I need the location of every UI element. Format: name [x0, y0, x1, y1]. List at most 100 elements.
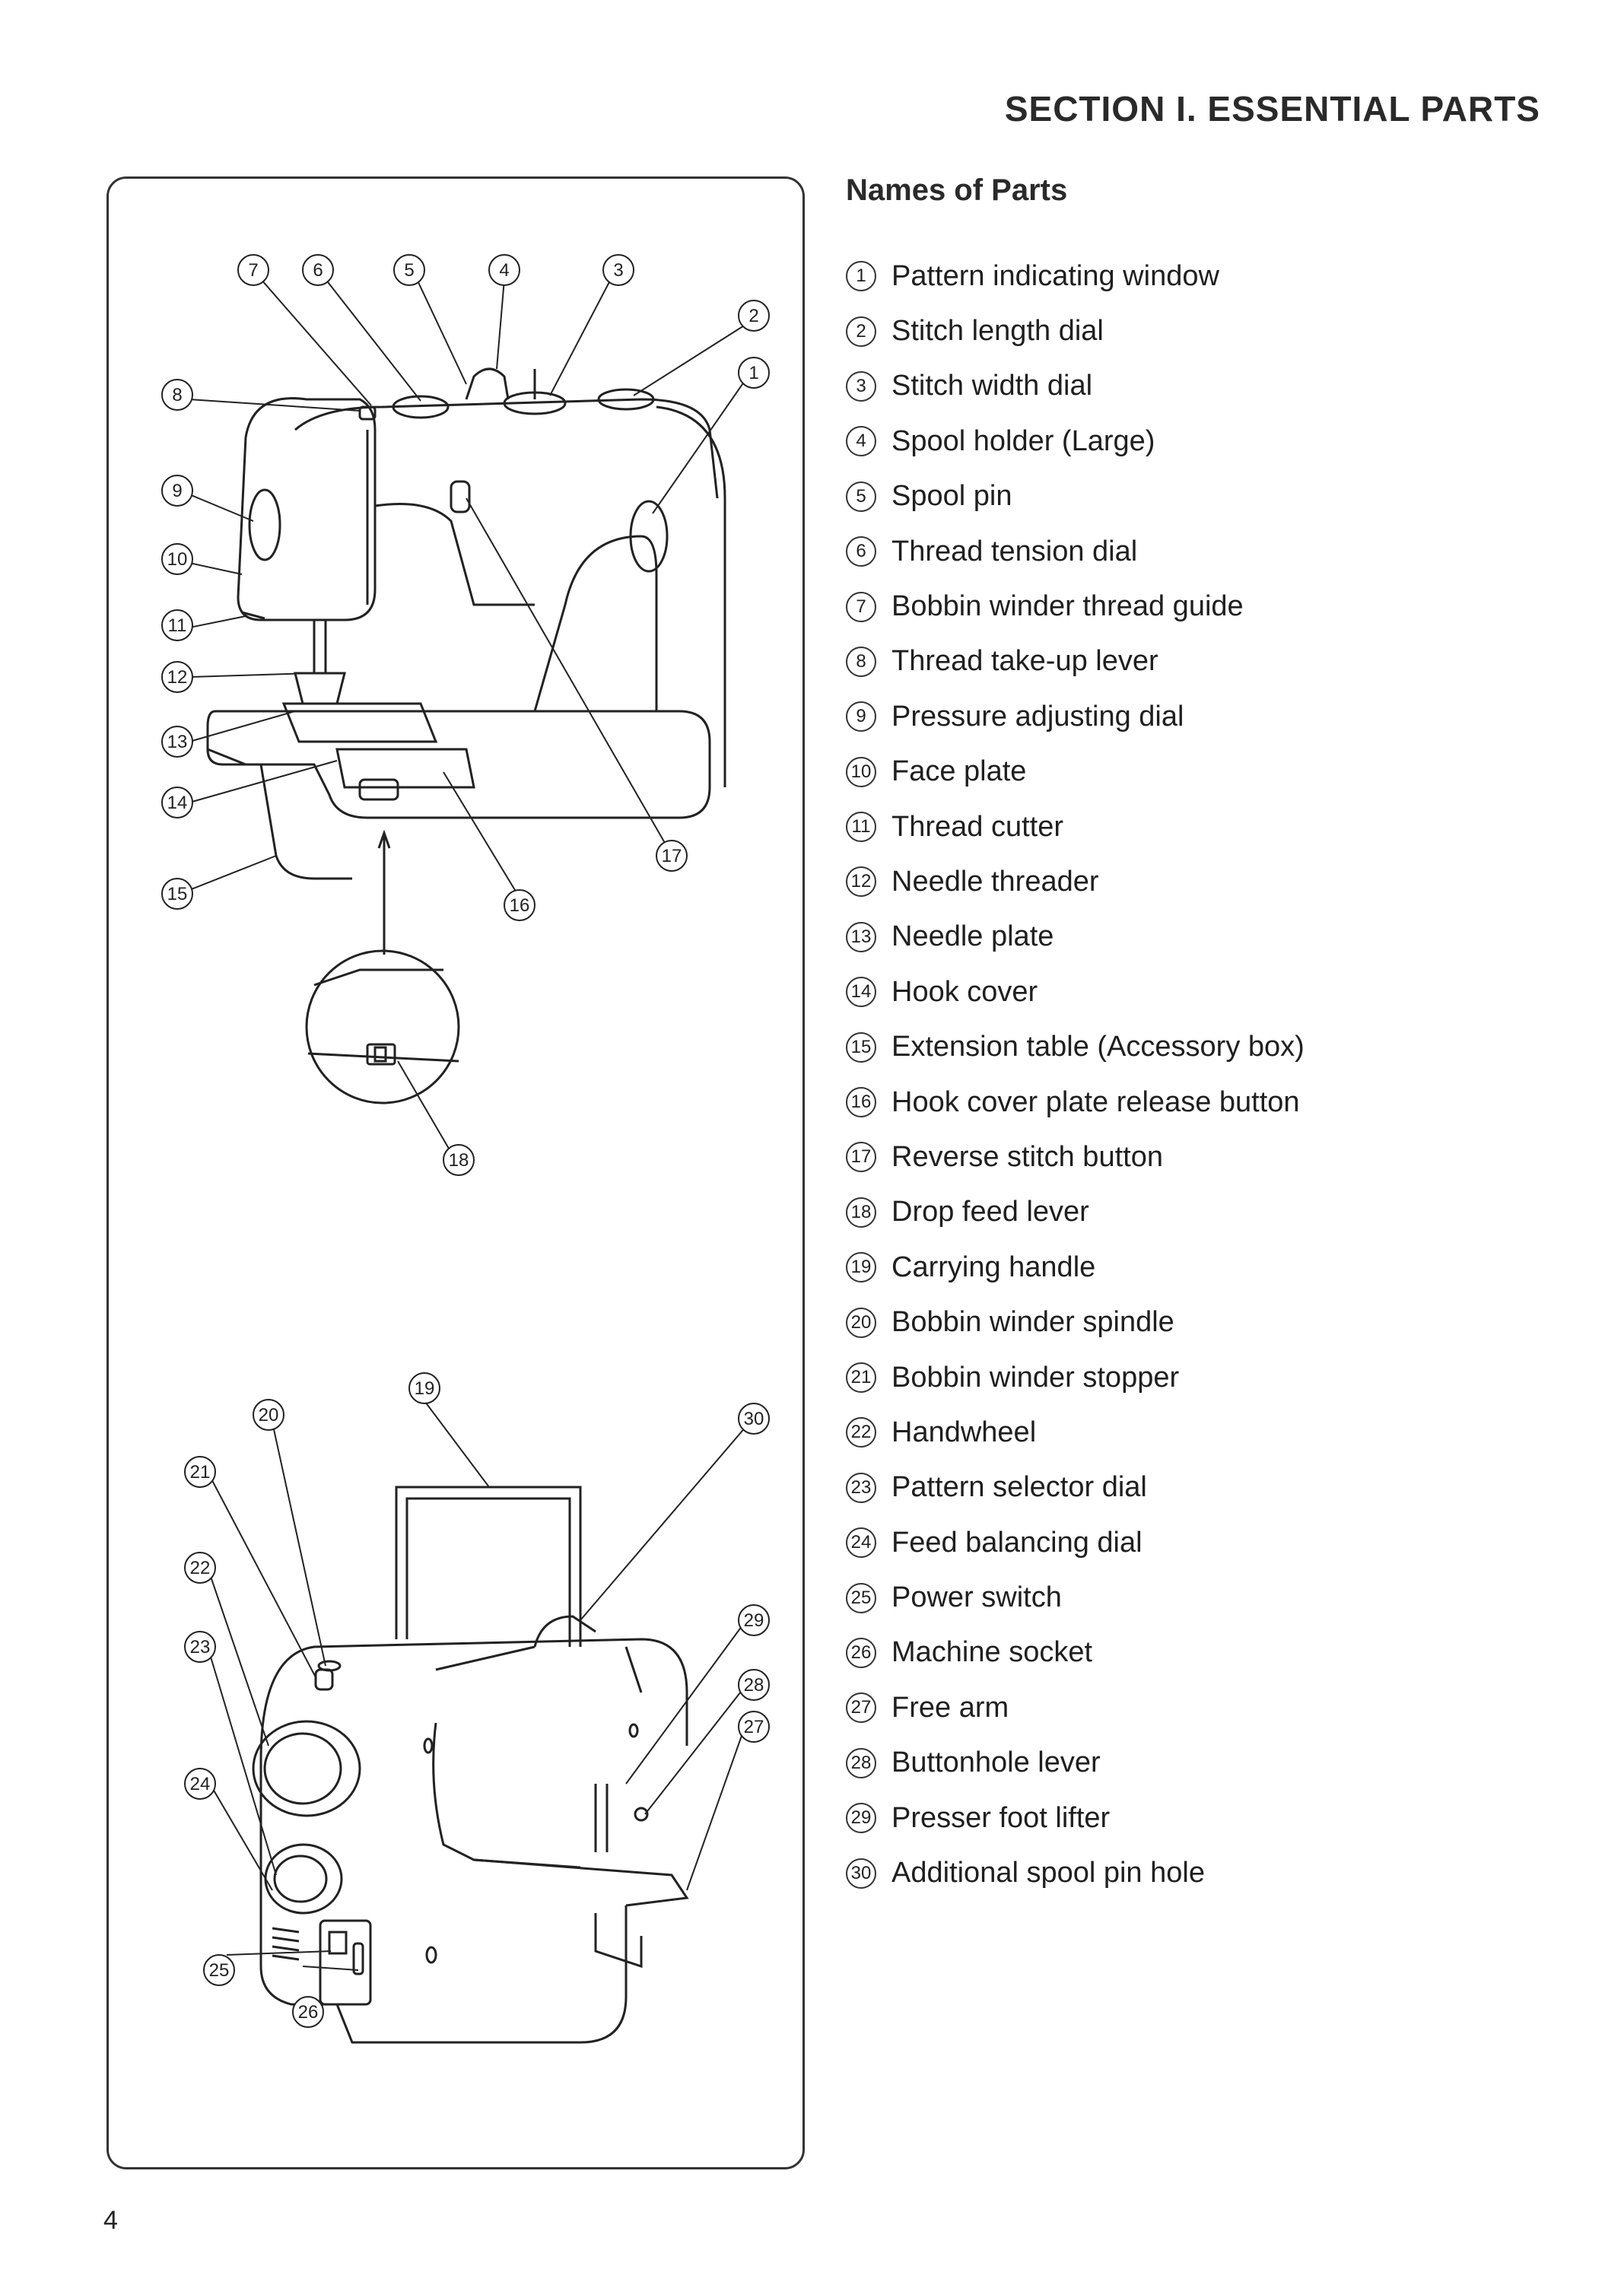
part-number: 12 — [846, 866, 876, 898]
part-number: 23 — [846, 1472, 876, 1503]
part-number: 25 — [846, 1582, 876, 1613]
part-label: Power switch — [891, 1581, 1062, 1614]
callout-20: 20 — [253, 1399, 284, 1431]
part-number: 18 — [846, 1197, 876, 1228]
svg-text:23: 23 — [190, 1637, 211, 1657]
parts-list: 1 Pattern indicating window 2 Stitch lengt… — [846, 249, 1305, 1901]
callout-1: 1 — [738, 357, 770, 389]
part-label: Pattern indicating window — [891, 259, 1219, 292]
callout-5: 5 — [393, 254, 425, 286]
parts-heading: Names of Parts — [846, 173, 1068, 207]
part-label: Reverse stitch button — [891, 1140, 1163, 1173]
part-label: Spool holder (Large) — [891, 424, 1155, 457]
callout-7: 7 — [237, 254, 269, 286]
part-label: Thread tension dial — [891, 535, 1138, 567]
part-label: Face plate — [891, 755, 1027, 788]
part-label: Thread take-up lever — [891, 645, 1158, 678]
part-label: Additional spool pin hole — [891, 1857, 1205, 1889]
svg-text:6: 6 — [313, 260, 323, 281]
svg-text:17: 17 — [662, 846, 682, 866]
list-item: 4 Spool holder (Large) — [846, 414, 1305, 469]
list-item: 26 Machine socket — [846, 1626, 1305, 1680]
svg-text:20: 20 — [259, 1405, 279, 1425]
svg-text:10: 10 — [167, 549, 188, 570]
part-label: Pressure adjusting dial — [891, 700, 1184, 733]
part-label: Thread cutter — [891, 810, 1063, 843]
part-label: Needle plate — [891, 920, 1054, 953]
front-view-machine — [206, 367, 726, 880]
part-label: Machine socket — [891, 1636, 1093, 1669]
part-number: 14 — [846, 977, 876, 1008]
part-label: Hook cover — [891, 975, 1038, 1008]
part-label: Spool pin — [891, 480, 1012, 513]
callout-16: 16 — [504, 889, 536, 921]
list-item: 1 Pattern indicating window — [846, 249, 1305, 304]
svg-text:3: 3 — [613, 260, 623, 281]
svg-text:5: 5 — [404, 260, 414, 281]
callout-8: 8 — [161, 379, 193, 411]
svg-text:9: 9 — [172, 481, 182, 501]
part-label: Buttonhole lever — [891, 1746, 1101, 1779]
section-title: SECTION I. ESSENTIAL PARTS — [1004, 89, 1540, 129]
part-label: Handwheel — [891, 1416, 1037, 1448]
callout-26: 26 — [292, 1996, 324, 2028]
part-label: Drop feed lever — [891, 1196, 1089, 1228]
callout-17: 17 — [656, 840, 688, 872]
svg-text:12: 12 — [167, 667, 188, 688]
callout-3: 3 — [602, 254, 634, 286]
part-label: Stitch width dial — [891, 370, 1093, 402]
part-number: 15 — [846, 1031, 876, 1063]
callout-9: 9 — [161, 475, 193, 507]
svg-text:27: 27 — [744, 1717, 764, 1737]
callout-19: 19 — [408, 1372, 440, 1404]
sewing-machine-illustration: 7 6 5 4 3 2 1 8 9 10 11 12 13 14 15 16 1… — [161, 254, 770, 2044]
callout-14: 14 — [161, 787, 193, 818]
svg-text:21: 21 — [190, 1462, 211, 1483]
callout-15: 15 — [161, 878, 193, 910]
page-number: 4 — [103, 2206, 118, 2235]
part-number: 2 — [846, 316, 876, 347]
svg-text:25: 25 — [209, 1960, 230, 1981]
svg-text:11: 11 — [168, 615, 187, 636]
part-number: 6 — [846, 536, 876, 567]
part-label: Carrying handle — [891, 1251, 1096, 1283]
part-number: 8 — [846, 646, 876, 677]
callout-10: 10 — [161, 543, 193, 575]
callout-6: 6 — [302, 254, 334, 286]
svg-text:22: 22 — [190, 1558, 211, 1578]
callout-22: 22 — [184, 1552, 216, 1584]
callout-23: 23 — [184, 1631, 216, 1663]
part-number: 4 — [846, 426, 876, 457]
svg-text:19: 19 — [415, 1378, 435, 1399]
part-number: 1 — [846, 261, 876, 292]
callout-4: 4 — [488, 254, 520, 286]
part-number: 24 — [846, 1527, 876, 1559]
part-label: Stitch length dial — [891, 315, 1104, 348]
list-item: 6 Thread tension dial — [846, 524, 1305, 579]
part-number: 3 — [846, 370, 876, 402]
list-item: 2 Stitch length dial — [846, 304, 1305, 358]
svg-text:8: 8 — [172, 385, 182, 405]
part-label: Hook cover plate release button — [891, 1085, 1300, 1118]
part-number: 11 — [846, 812, 876, 843]
figure-panel: 7 6 5 4 3 2 1 8 9 10 11 12 13 14 15 16 1… — [106, 176, 805, 2169]
callout-21: 21 — [184, 1456, 216, 1488]
svg-text:30: 30 — [744, 1409, 764, 1429]
svg-text:15: 15 — [167, 884, 188, 904]
svg-text:1: 1 — [748, 363, 758, 383]
part-number: 26 — [846, 1637, 876, 1668]
svg-text:28: 28 — [744, 1675, 764, 1696]
